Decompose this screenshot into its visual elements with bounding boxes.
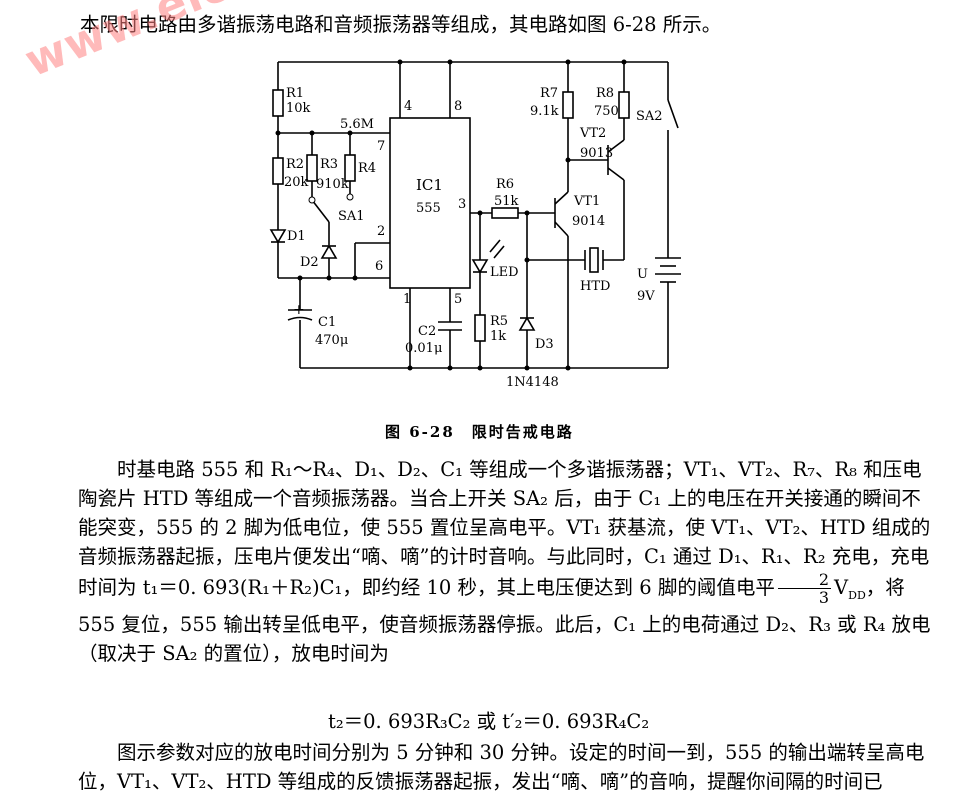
label-r8: R8: [596, 86, 614, 101]
label-pin5: 5: [454, 292, 462, 307]
label-sa1: SA1: [338, 209, 365, 224]
vdd-subscript: DD: [848, 588, 866, 602]
label-r1-value: 10k: [286, 101, 311, 116]
label-u-value: 9V: [637, 289, 655, 304]
fraction-denominator: 3: [818, 588, 830, 607]
label-d2: D2: [300, 255, 319, 270]
label-led: LED: [490, 265, 519, 280]
label-pin1: 1: [403, 292, 411, 307]
label-pin2: 2: [377, 224, 385, 239]
circuit-diagram: + R1 10k 5.6M R2 20k R3 910k R4 SA1 D1 D…: [269, 59, 681, 390]
paragraph-1b-text: ，将 555 复位，555 输出转呈低电平，使音频振荡器停振。此后，C₁ 上的电…: [78, 576, 931, 665]
label-r1: R1: [286, 86, 304, 101]
formula: t₂＝0. 693R₃C₂ 或 t′₂＝0. 693R₄C₂: [328, 710, 650, 733]
label-pin7: 7: [377, 139, 385, 154]
label-r7: R7: [540, 86, 558, 101]
svg-text:+: +: [293, 302, 305, 318]
paragraph-1: 时基电路 555 和 R₁～R₄、D₁、D₂、C₁ 等组成一个多谐振荡器；VT₁…: [78, 455, 933, 668]
label-r2: R2: [286, 157, 304, 172]
label-d3: D3: [535, 337, 554, 352]
label-ic1: IC1: [416, 176, 443, 194]
label-vt1-value: 9014: [572, 214, 605, 229]
intro-text: 本限时电路由多谐振荡电路和音频振荡器等组成，其电路如图 6-28 所示。: [80, 13, 722, 36]
label-c2-value: 0.01μ: [405, 341, 442, 356]
label-r4-value: 5.6M: [340, 117, 374, 132]
label-r6: R6: [496, 177, 514, 192]
label-r3-value: 910k: [316, 177, 349, 192]
paragraph-1-text: 时基电路 555 和 R₁～R₄、D₁、D₂、C₁ 等组成一个多谐振荡器；VT₁…: [78, 458, 931, 599]
label-c1: C1: [318, 315, 336, 330]
label-r6-value: 51k: [494, 194, 519, 209]
label-r8-value: 750: [594, 104, 619, 119]
label-r3: R3: [320, 157, 338, 172]
figure-caption: 图 6-28 限时告戒电路: [385, 423, 574, 441]
label-vt1: VT1: [573, 194, 600, 209]
label-d3-value: 1N4148: [506, 375, 559, 390]
label-vt2: VT2: [579, 126, 606, 141]
label-c1-value: 470μ: [315, 333, 348, 348]
label-pin3: 3: [458, 197, 466, 212]
label-htd: HTD: [580, 279, 610, 294]
label-r7-value: 9.1k: [530, 104, 559, 119]
label-pin8: 8: [454, 99, 462, 114]
label-d1: D1: [287, 229, 306, 244]
vdd-symbol: V: [834, 576, 849, 599]
label-pin4: 4: [404, 99, 412, 114]
label-r5: R5: [490, 314, 508, 329]
label-c2: C2: [418, 324, 436, 339]
label-sa2: SA2: [636, 109, 663, 124]
fraction-numerator: 2: [777, 571, 832, 589]
label-r5-value: 1k: [490, 329, 506, 344]
label-r2-value: 20k: [284, 175, 309, 190]
label-pin6: 6: [375, 259, 383, 274]
label-vt2-value: 9013: [580, 146, 613, 161]
label-u: U: [637, 267, 648, 282]
label-r4: R4: [358, 161, 376, 176]
label-ic1-value: 555: [416, 201, 441, 216]
paragraph-2: 图示参数对应的放电时间分别为 5 分钟和 30 分钟。设定的时间一到，555 的…: [78, 741, 925, 793]
